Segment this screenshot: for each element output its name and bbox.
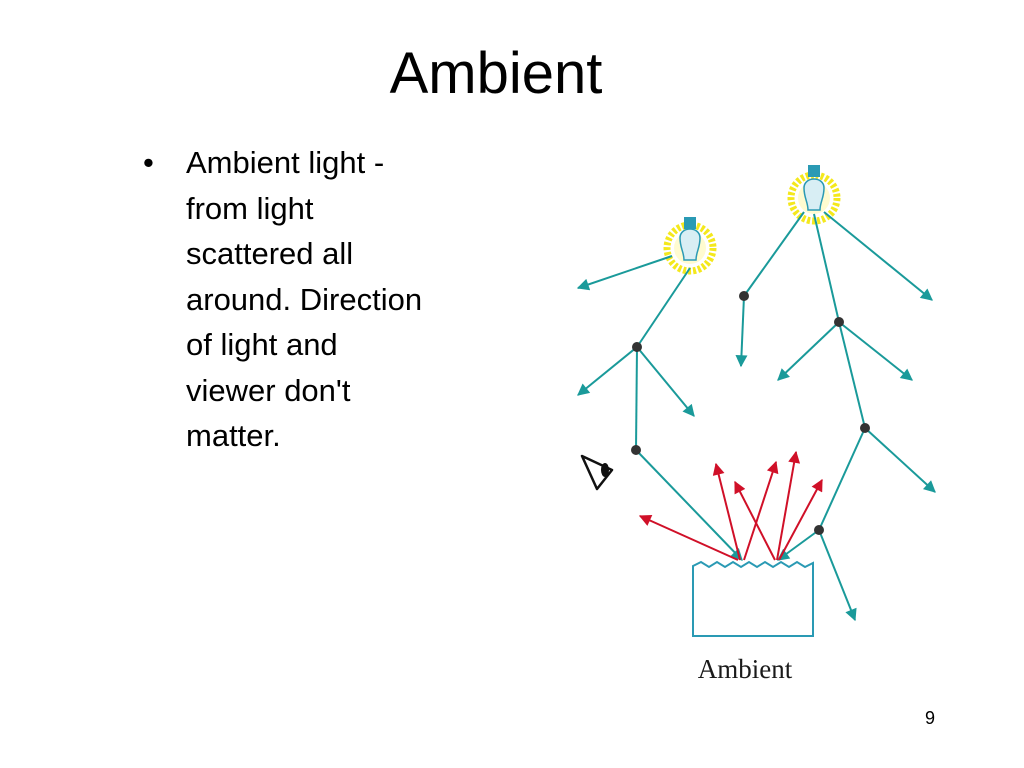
- reflected-ray: [743, 460, 779, 561]
- scattered-ray: [577, 346, 638, 396]
- slide-title: Ambient: [0, 36, 1024, 112]
- bullet-text: Ambient light - from light scattered all…: [186, 145, 423, 453]
- incoming-rays: [576, 211, 936, 622]
- scattered-ray: [838, 321, 913, 381]
- light-bulb-icon: [787, 165, 841, 225]
- bullet-list: • Ambient light - from light scattered a…: [143, 140, 523, 459]
- reflected-ray: [776, 450, 801, 561]
- scatter-points: [631, 291, 870, 535]
- scatter-point: [631, 445, 641, 455]
- scattered-ray: [576, 255, 673, 291]
- scattered-ray: [636, 346, 695, 417]
- light-bulb-icon: [663, 217, 717, 275]
- bullet-marker: •: [143, 145, 154, 180]
- ambient-light-diagram: Ambient: [570, 150, 950, 700]
- scatter-point: [860, 423, 870, 433]
- scatter-point: [834, 317, 844, 327]
- reflected-ray: [734, 480, 776, 561]
- scatter-point: [814, 525, 824, 535]
- incoming-ray: [818, 427, 866, 531]
- incoming-ray: [743, 211, 805, 297]
- ambient-light-illustration: [576, 165, 936, 637]
- scattered-ray: [735, 295, 748, 368]
- scattered-ray: [818, 529, 857, 622]
- reflected-rays: [638, 450, 823, 561]
- incoming-ray: [636, 267, 691, 348]
- bullet-item: • Ambient light - from light scattered a…: [143, 140, 523, 459]
- slide-title-text: Ambient: [389, 41, 603, 106]
- incoming-ray: [838, 321, 866, 429]
- incoming-ray: [777, 529, 820, 561]
- eye-icon: [580, 454, 614, 491]
- scatter-point: [632, 342, 642, 352]
- figure-caption: Ambient: [697, 654, 793, 684]
- incoming-ray: [635, 346, 638, 451]
- incoming-ray: [635, 449, 743, 561]
- scattered-ray: [823, 211, 933, 301]
- scattered-ray: [777, 321, 840, 381]
- reflected-ray: [638, 514, 739, 561]
- scattered-ray: [864, 427, 936, 493]
- surface-block: [692, 560, 814, 637]
- reflected-ray: [712, 462, 741, 561]
- reflected-ray: [778, 478, 823, 561]
- incoming-ray: [813, 213, 840, 323]
- page-number: 9: [924, 708, 935, 728]
- scatter-point: [739, 291, 749, 301]
